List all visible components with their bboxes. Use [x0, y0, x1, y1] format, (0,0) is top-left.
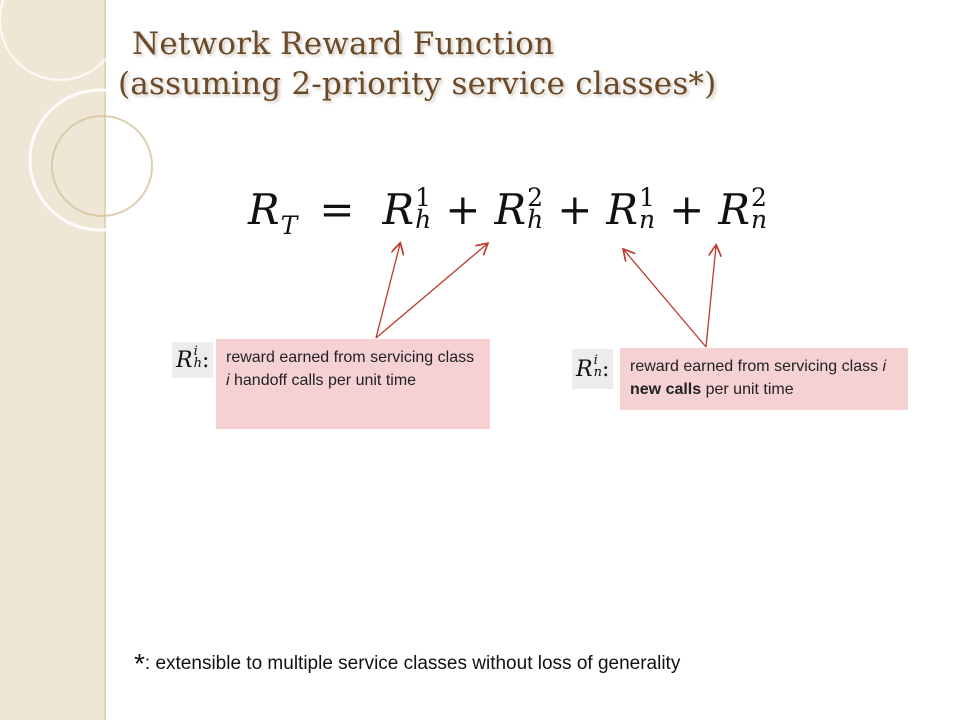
legend-text: reward earned from servicing class	[226, 349, 475, 366]
symbol-base: R	[576, 356, 593, 382]
term-base: R	[494, 185, 527, 234]
legend-new-box: reward earned from servicing class i new…	[620, 348, 908, 410]
term-subscript: n	[639, 205, 656, 234]
arrow-to-rn1	[624, 250, 707, 348]
title-line-2: (assuming 2-priority service classes*)	[118, 66, 717, 102]
arrow-to-rh1	[375, 244, 400, 339]
legend-italic-i: i	[226, 372, 230, 389]
footnote-text: : extensible to multiple service classes…	[144, 653, 681, 674]
lhs-subscript: T	[280, 211, 298, 240]
symbol-subscript: h	[193, 356, 202, 371]
title-line-1: Network Reward Function	[132, 26, 555, 62]
lhs-base: R	[248, 185, 280, 234]
legend-bold-text: new calls	[630, 381, 702, 398]
term-base: R	[382, 185, 415, 234]
plus-sign: +	[669, 185, 705, 234]
legend-italic-i: i	[882, 358, 887, 375]
plus-sign: +	[557, 185, 593, 234]
term-base: R	[718, 185, 750, 234]
symbol-superscript: i	[593, 353, 598, 368]
term-superscript: 2	[527, 183, 543, 212]
legend-handoff-box: reward earned from servicing class i han…	[216, 339, 490, 429]
term-subscript: n	[750, 205, 768, 234]
arrow-to-rn2	[705, 246, 716, 348]
decorative-circles	[0, 0, 172, 232]
term-superscript: 1	[639, 183, 655, 212]
legend-text: reward earned from servicing class	[630, 358, 883, 375]
legend-text: per unit time	[701, 381, 794, 398]
legend-text: handoff calls per unit time	[229, 372, 417, 389]
symbol-colon: :	[601, 356, 610, 382]
term-superscript: 1	[415, 183, 432, 212]
term-base: R	[606, 185, 639, 234]
term-subscript: h	[527, 205, 544, 234]
slide-title: Network Reward Function (assuming 2-prio…	[118, 24, 878, 104]
symbol-subscript: n	[593, 365, 602, 380]
plus-sign: +	[445, 185, 481, 234]
equation-lhs: RT	[248, 185, 297, 240]
footnote: *: extensible to multiple service classe…	[134, 648, 854, 680]
decorative-sidebar	[0, 0, 106, 720]
term-superscript: 2	[750, 183, 767, 212]
footnote-star: *	[134, 648, 145, 679]
symbol-superscript: i	[193, 344, 198, 359]
symbol-colon: :	[201, 347, 210, 373]
arrow-to-rh2	[375, 244, 487, 339]
equals-sign: =	[319, 185, 355, 234]
symbol-base: R	[176, 347, 193, 373]
sidebar-border	[104, 0, 106, 720]
term-subscript: h	[415, 205, 432, 234]
